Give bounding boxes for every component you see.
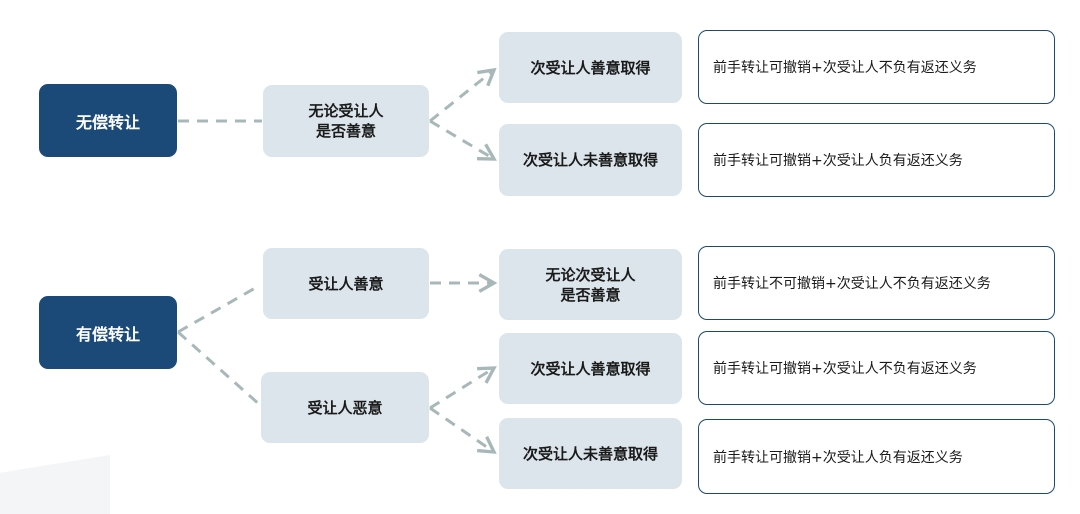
arrow-to-paid-good-faith <box>429 366 497 410</box>
connector-paid-root-to-bad-faith <box>177 330 261 407</box>
condition-node-transferee-bad-faith: 受让人恶意 <box>261 372 429 443</box>
root-node-paid-transfer: 有偿转让 <box>39 296 177 369</box>
result-node-free-bad-faith: 前手转让可撤销+次受让人负有返还义务 <box>698 123 1055 197</box>
arrow-to-free-bad-faith <box>429 119 497 161</box>
result-node-paid-good-faith-transferee: 前手转让不可撤销+次受让人不负有返还义务 <box>698 246 1055 320</box>
root-node-free-transfer: 无偿转让 <box>39 84 177 157</box>
outcome-node-free-good-faith: 次受让人善意取得 <box>499 32 682 103</box>
connector-paid-root-to-good-faith <box>177 285 258 334</box>
outcome-node-free-bad-faith: 次受让人未善意取得 <box>499 124 682 196</box>
condition-node-transferee-good-faith: 受让人善意 <box>263 248 429 319</box>
arrow-to-free-good-faith <box>429 67 497 123</box>
result-node-paid-good-faith: 前手转让可撤销+次受让人不负有返还义务 <box>698 331 1055 405</box>
outcome-node-regardless-subsequent: 无论次受让人 是否善意 <box>499 249 682 320</box>
arrow-to-paid-bad-faith <box>429 406 497 454</box>
outcome-node-paid-good-faith: 次受让人善意取得 <box>499 333 682 404</box>
condition-node-regardless-transferee: 无论受让人 是否善意 <box>263 85 429 157</box>
result-node-paid-bad-faith: 前手转让可撤销+次受让人负有返还义务 <box>698 419 1055 494</box>
result-node-free-good-faith: 前手转让可撤销+次受让人不负有返还义务 <box>698 30 1055 104</box>
outcome-node-paid-bad-faith: 次受让人未善意取得 <box>499 418 682 489</box>
